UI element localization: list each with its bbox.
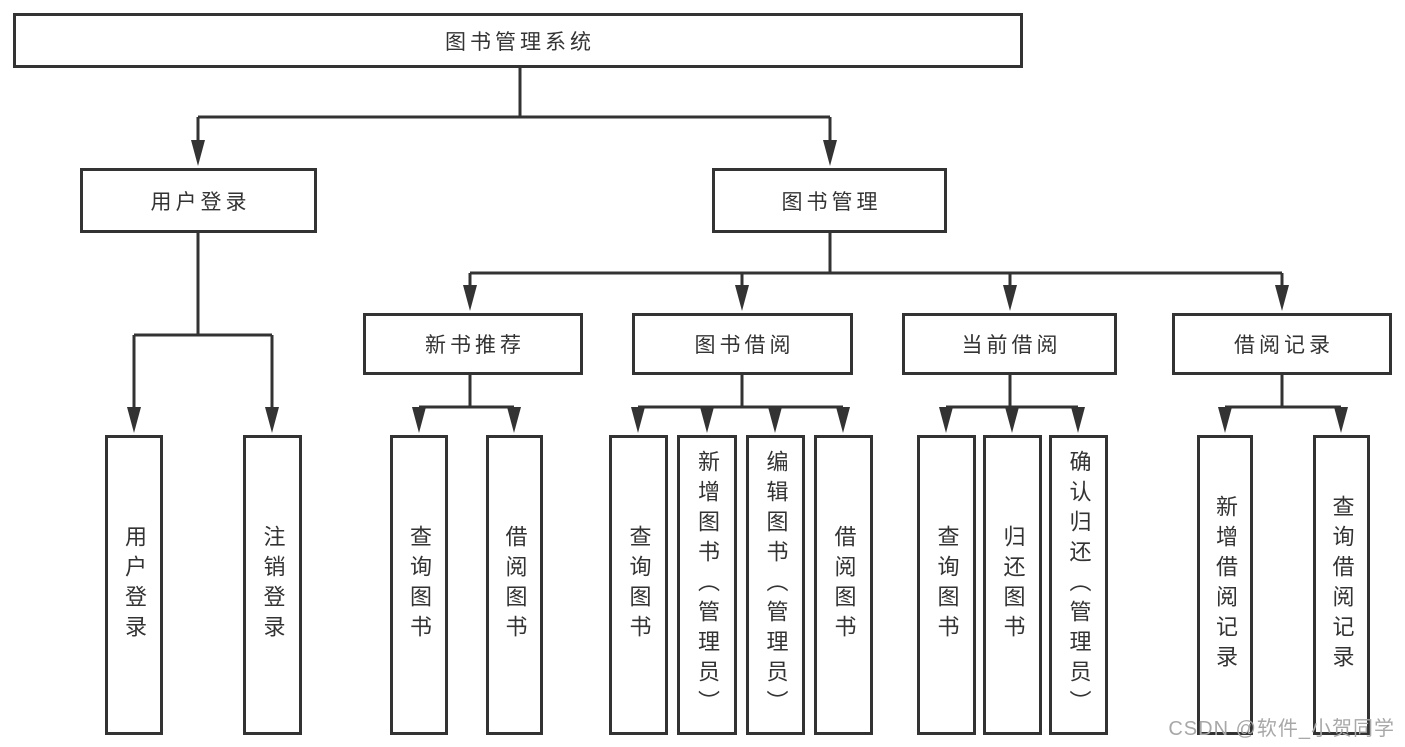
leaf-current-return-books: 归还图书 (983, 435, 1042, 735)
node-label: 查询图书 (934, 525, 960, 645)
node-label: 归还图书 (1000, 525, 1026, 645)
node-label: 新增图书（管理员） (695, 450, 720, 720)
edge-root-to-level1 (191, 68, 837, 166)
edge-book-borrow-to-leaves (631, 375, 850, 433)
arrowhead (1071, 407, 1085, 433)
arrowhead (1218, 407, 1232, 433)
node-label: 图书借阅 (694, 334, 795, 357)
node-label: 查询借阅记录 (1329, 495, 1355, 675)
arrowhead (191, 140, 205, 166)
csdn-watermark: CSDN @软件_小贺同学 (1168, 718, 1395, 740)
arrowhead (1003, 285, 1017, 311)
node-label: 查询图书 (407, 525, 432, 645)
leaf-records-query-borrow-record: 查询借阅记录 (1313, 435, 1370, 735)
node-label: 图书管理 (781, 190, 882, 214)
node-book-borrowing: 图书借阅 (632, 313, 853, 375)
leaf-newbook-query-books: 查询图书 (390, 435, 448, 735)
arrowhead (1334, 407, 1348, 433)
node-label: 查询图书 (626, 525, 652, 645)
node-label: 借阅图书 (502, 525, 528, 645)
edge-user-login-to-leaves (127, 233, 279, 433)
arrowhead (735, 285, 749, 311)
leaf-borrowing-query-books: 查询图书 (609, 435, 668, 735)
node-root-system: 图书管理系统 (13, 13, 1023, 68)
leaf-borrowing-borrow-books: 借阅图书 (814, 435, 873, 735)
arrowhead (823, 140, 837, 166)
node-label: 用户登录 (150, 190, 251, 214)
node-current-borrowing: 当前借阅 (902, 313, 1117, 375)
leaf-newbook-borrow-books: 借阅图书 (486, 435, 543, 735)
leaf-borrowing-edit-books-admin: 编辑图书（管理员） (746, 435, 805, 735)
leaf-logout: 注销登录 (243, 435, 302, 735)
leaf-user-login: 用户登录 (105, 435, 163, 735)
node-label: 新增借阅记录 (1213, 495, 1238, 675)
leaf-current-confirm-return-admin: 确认归还（管理员） (1049, 435, 1108, 735)
arrowhead (507, 407, 521, 433)
arrowhead (631, 407, 645, 433)
arrowhead (939, 407, 953, 433)
arrowhead (700, 407, 714, 433)
arrowhead (1005, 407, 1019, 433)
node-book-management: 图书管理 (712, 168, 947, 233)
node-new-book-recommendation: 新书推荐 (363, 313, 583, 375)
edge-current-borrow-to-leaves (939, 375, 1085, 433)
arrowhead (463, 285, 477, 311)
node-label: 新书推荐 (425, 334, 525, 357)
edge-new-book-rec-to-leaves (412, 375, 521, 433)
node-label: 用户登录 (122, 525, 147, 645)
node-label: 编辑图书（管理员） (763, 450, 789, 720)
leaf-current-query-books: 查询图书 (917, 435, 976, 735)
node-label: 图书管理系统 (445, 30, 595, 54)
arrowhead (768, 407, 782, 433)
leaf-borrowing-add-books-admin: 新增图书（管理员） (677, 435, 737, 735)
arrowhead (836, 407, 850, 433)
edge-book-mgmt-to-level2 (463, 233, 1289, 311)
node-label: 当前借阅 (961, 334, 1062, 357)
arrowhead (265, 407, 279, 433)
node-borrowing-records: 借阅记录 (1172, 313, 1392, 375)
edge-borrow-record-to-leaves (1218, 375, 1348, 433)
arrowhead (127, 407, 141, 433)
arrowhead (1275, 285, 1289, 311)
node-user-login-group: 用户登录 (80, 168, 317, 233)
node-label: 借阅图书 (831, 525, 857, 645)
leaf-records-add-borrow-record: 新增借阅记录 (1197, 435, 1253, 735)
node-label: 借阅记录 (1234, 334, 1334, 357)
arrowhead (412, 407, 426, 433)
node-label: 注销登录 (260, 525, 286, 645)
node-label: 确认归还（管理员） (1066, 450, 1092, 720)
